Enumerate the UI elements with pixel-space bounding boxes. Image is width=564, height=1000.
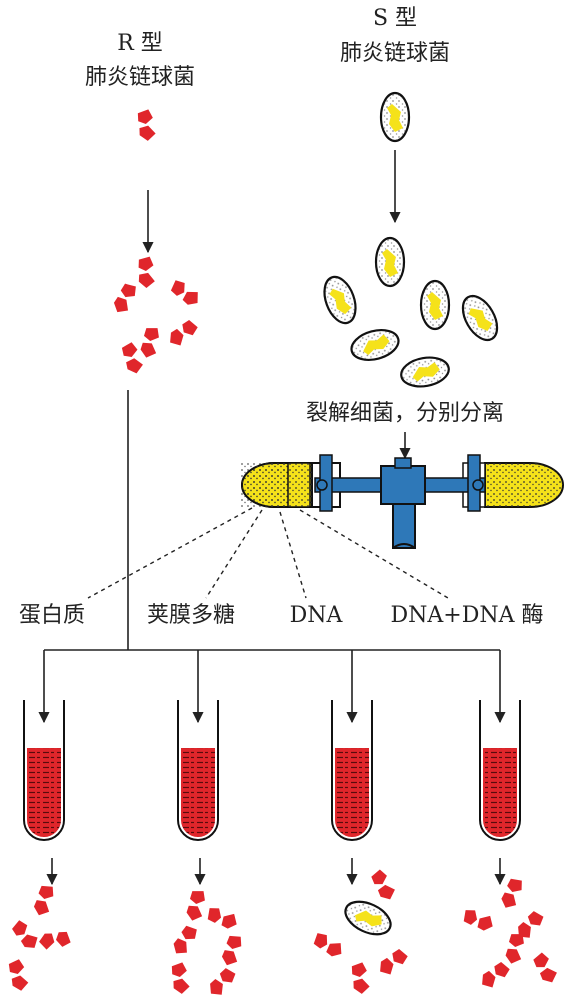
- s-cell-colony: [317, 236, 506, 392]
- result-dna-mixed-cells: [311, 868, 410, 996]
- process-label: 裂解细菌，分别分离: [306, 401, 504, 426]
- test-tube-2: [177, 700, 219, 841]
- test-tube-3: [331, 700, 373, 841]
- fraction-polysaccharide: 荚膜多糖: [147, 603, 235, 628]
- r-strain-name: 肺炎链球菌: [85, 65, 195, 90]
- s-strain-label: S 型 肺炎链球菌: [340, 6, 450, 66]
- fraction-guides: [87, 507, 449, 599]
- distribution-arrows: [38, 650, 506, 724]
- r-strain-label: R 型 肺炎链球菌: [85, 31, 195, 90]
- result-protein-r-cells: [6, 883, 72, 993]
- r-cell-colony: [110, 256, 203, 376]
- fraction-protein: 蛋白质: [19, 603, 85, 628]
- result-dnase-r-cells: [461, 876, 560, 992]
- result-polysaccharide-r-cells: [169, 888, 244, 1000]
- s-strain-name: 肺炎链球菌: [340, 41, 450, 66]
- result-arrows: [46, 858, 506, 886]
- fraction-dna-dnase: DNA+DNA 酶: [391, 603, 544, 628]
- test-tube-1: [23, 700, 65, 841]
- centrifuge: [240, 454, 564, 549]
- r-strain-type: R 型: [117, 31, 163, 56]
- fraction-dna: DNA: [290, 603, 344, 628]
- test-tube-4: [479, 700, 521, 841]
- s-cell-initial: [379, 91, 411, 143]
- s-strain-type: S 型: [373, 6, 417, 31]
- r-cell-initial: [135, 108, 157, 143]
